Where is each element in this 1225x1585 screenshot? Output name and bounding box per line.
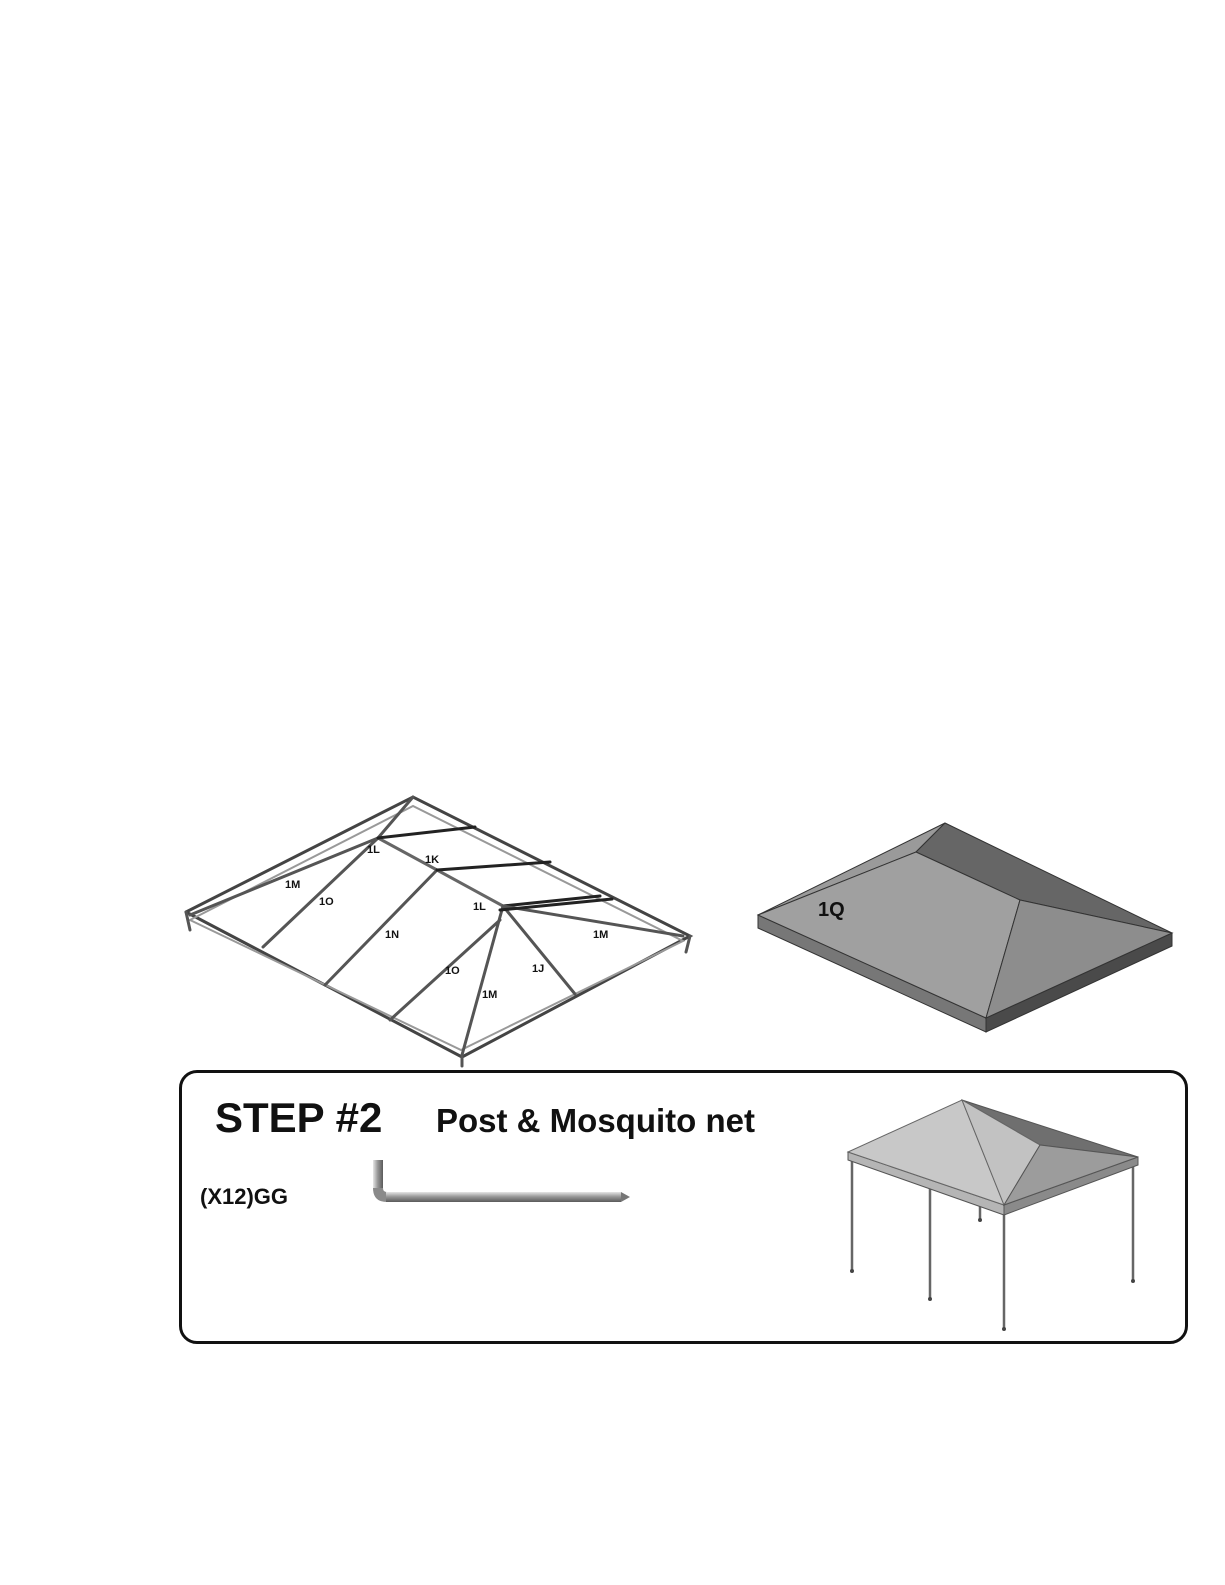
frame-label-1j: 1J <box>532 963 544 975</box>
step-title: STEP #2 <box>215 1094 382 1142</box>
canopy-cover-diagram: 1Q <box>755 820 1180 1035</box>
frame-label-1o-left: 1O <box>319 896 334 908</box>
frame-label-1k: 1K <box>425 854 439 866</box>
canopy-label-1q: 1Q <box>818 899 845 921</box>
step-subtitle: Post & Mosquito net <box>436 1102 755 1140</box>
frame-label-1m-right: 1M <box>593 929 608 941</box>
frame-label-1l-top: 1L <box>367 844 380 856</box>
frame-label-1n: 1N <box>385 929 399 941</box>
frame-label-1o-center: 1O <box>445 965 460 977</box>
roof-frame-diagram: 1L 1K 1M 1O 1L 1N 1M 1O 1J 1M <box>180 785 700 1070</box>
frame-label-1l-right: 1L <box>473 901 486 913</box>
stake-gg-illustration <box>360 1150 655 1210</box>
assembled-canopy-illustration <box>845 1095 1145 1340</box>
part-label: (X12)GG <box>200 1184 288 1210</box>
frame-label-1m-bottom: 1M <box>482 989 497 1001</box>
frame-label-1m-left: 1M <box>285 879 300 891</box>
